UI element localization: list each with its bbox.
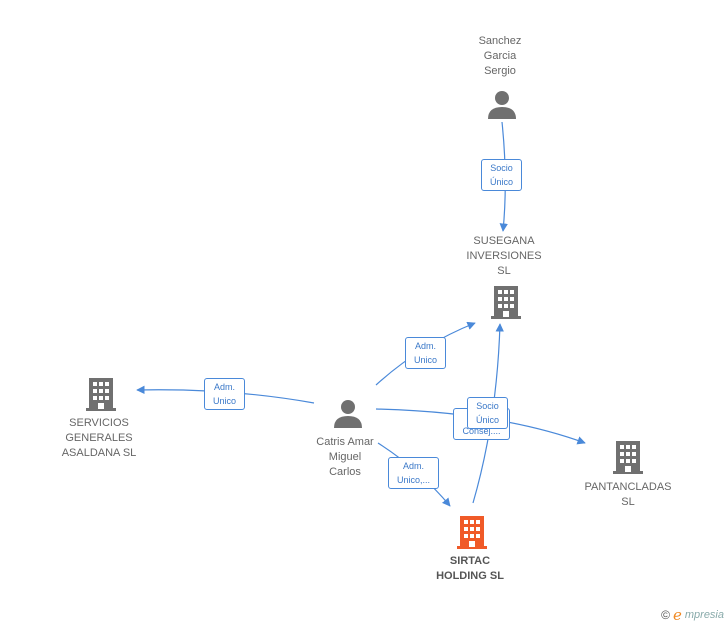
person-icon[interactable] xyxy=(486,88,518,125)
building-icon[interactable] xyxy=(490,285,522,324)
edge-label-adm-unico[interactable]: Adm. Unico xyxy=(204,378,245,410)
edge-label-socio-unico[interactable]: Socio Único xyxy=(481,159,522,191)
building-icon[interactable] xyxy=(612,440,644,479)
node-label-pantancladas[interactable]: PANTANCLADAS SL xyxy=(584,481,672,508)
edge-label-socio-unico[interactable]: Socio Único xyxy=(467,397,508,429)
person-icon[interactable] xyxy=(332,397,364,434)
edge-label-adm-unico-more[interactable]: Adm. Unico,... xyxy=(388,457,439,489)
node-label-sirtac[interactable]: SIRTAC HOLDING SL xyxy=(436,555,504,582)
node-label-servicios[interactable]: SERVICIOS GENERALES ASALDANA SL xyxy=(61,417,137,459)
building-icon[interactable] xyxy=(456,515,488,554)
node-label-catris[interactable]: Catris Amar Miguel Carlos xyxy=(316,436,374,478)
node-label-susegana[interactable]: SUSEGANA INVERSIONES SL xyxy=(466,235,542,277)
brand-e: e xyxy=(672,606,682,624)
copyright-symbol: © xyxy=(661,608,670,622)
node-label-sanchez[interactable]: Sanchez Garcia Sergio xyxy=(478,35,522,77)
brand-name: mpresia xyxy=(684,609,724,621)
edge-label-adm-unico[interactable]: Adm. Unico xyxy=(405,337,446,369)
building-icon[interactable] xyxy=(85,377,117,416)
